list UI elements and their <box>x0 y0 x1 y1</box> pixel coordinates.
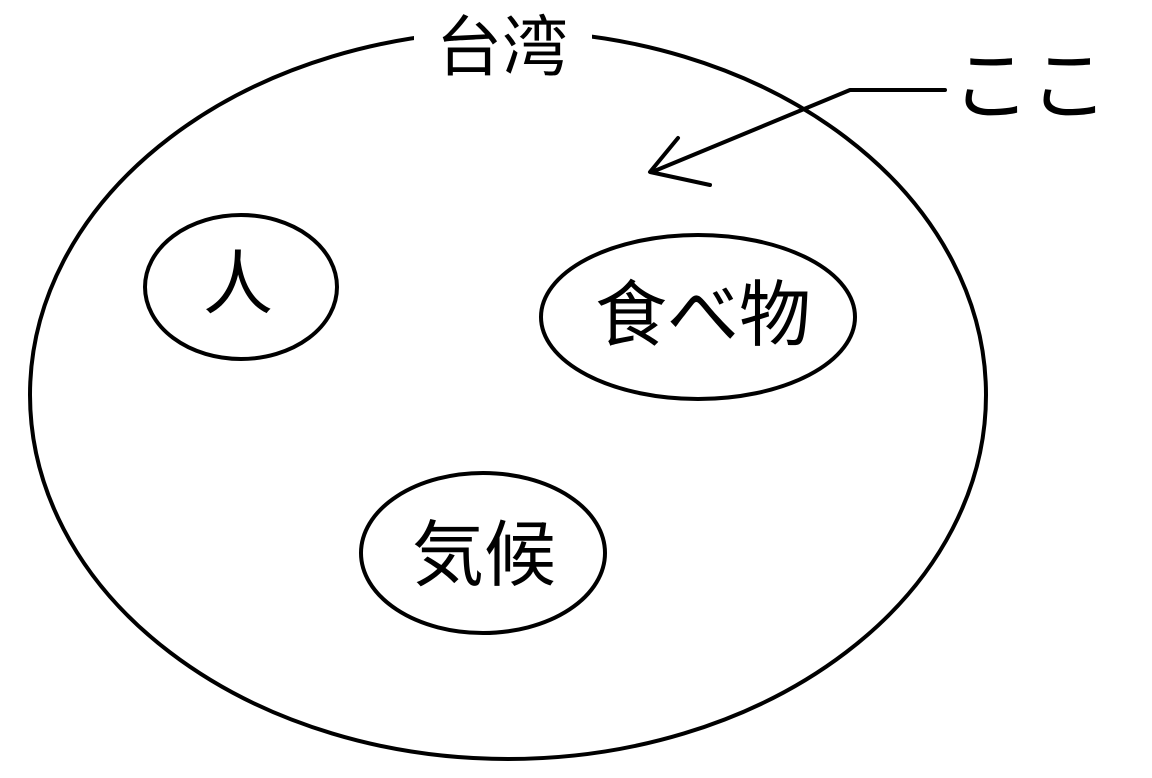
food-ellipse <box>539 233 857 401</box>
taiwan-ellipse <box>28 29 988 761</box>
outer-label-backdrop <box>414 10 592 80</box>
pointer-label: ここ <box>952 42 1108 132</box>
people-label: 人 <box>203 243 273 325</box>
climate-label: 気候 <box>412 513 556 597</box>
pointer-arrow-line <box>650 88 947 174</box>
taiwan-label: 台湾 <box>436 9 568 86</box>
pointer-arrowhead <box>648 136 712 187</box>
climate-ellipse <box>359 471 607 635</box>
people-ellipse <box>143 213 339 361</box>
food-label: 食べ物 <box>595 273 811 357</box>
